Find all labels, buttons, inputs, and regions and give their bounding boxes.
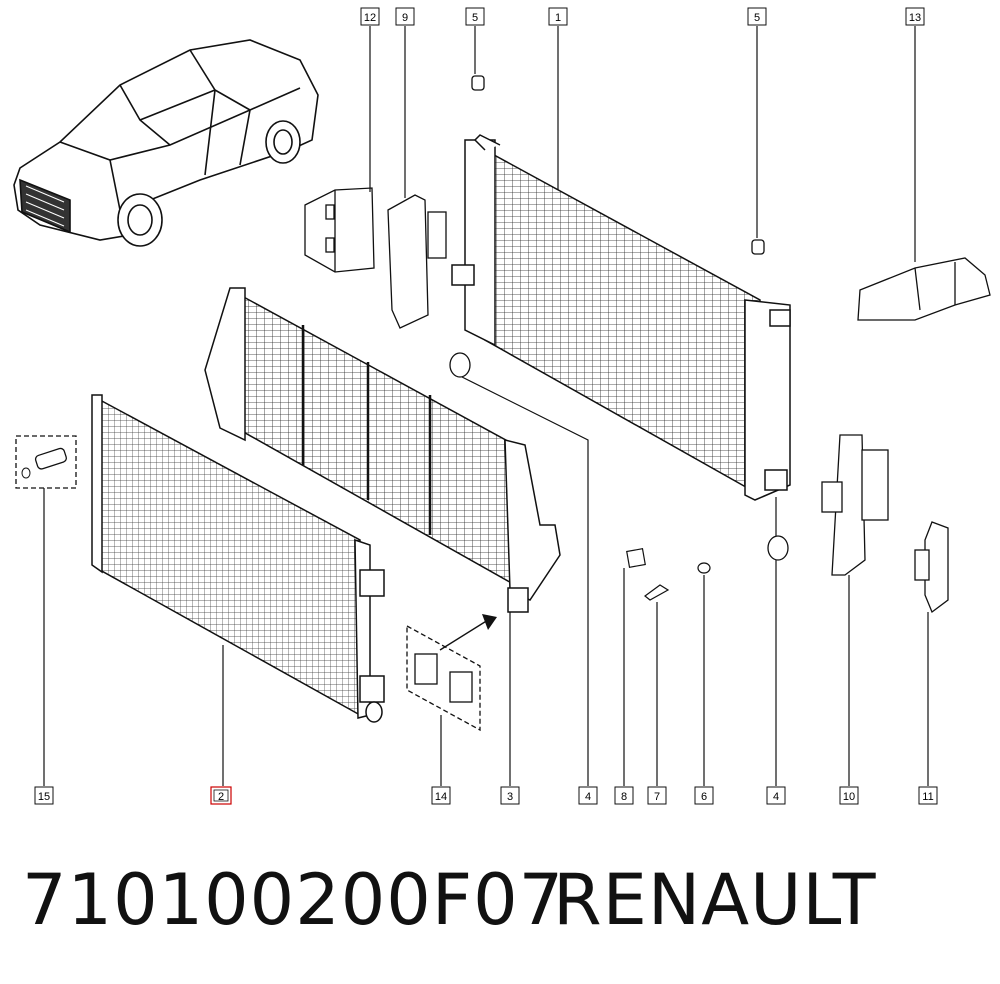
callout-9: 9 (395, 7, 415, 26)
svg-text:5: 5 (472, 12, 478, 24)
svg-text:10: 10 (843, 791, 855, 803)
mount-rubbers (449, 75, 789, 561)
part-1-radiator (451, 134, 791, 501)
car-illustration (13, 39, 319, 247)
svg-text:7: 7 (654, 791, 660, 803)
part-15-sensor (15, 435, 77, 489)
callout-4-right: 4 (766, 786, 786, 805)
svg-text:1: 1 (555, 12, 561, 24)
svg-text:9: 9 (402, 12, 408, 24)
part-12-deflector (304, 187, 375, 273)
callout-5-right: 5 (747, 7, 767, 26)
callout-12: 12 (360, 7, 380, 26)
callout-2-highlighted: 2 (210, 786, 232, 805)
callout-14: 14 (431, 786, 451, 805)
svg-text:8: 8 (621, 791, 627, 803)
part-13-air-duct (857, 257, 991, 321)
part-10-side-seal (821, 434, 889, 576)
svg-text:2: 2 (218, 791, 224, 803)
svg-text:4: 4 (773, 791, 779, 803)
svg-text:14: 14 (435, 791, 447, 803)
callout-15: 15 (34, 786, 54, 805)
part-number: 710100200F07 (22, 859, 565, 941)
svg-text:3: 3 (507, 791, 513, 803)
part-9-side-deflector (387, 194, 447, 329)
svg-text:13: 13 (909, 12, 921, 24)
callout-11: 11 (918, 786, 938, 805)
callout-7: 7 (647, 786, 667, 805)
brand-name: RENAULT (553, 859, 877, 941)
svg-text:4: 4 (585, 791, 591, 803)
leader-lines (43, 26, 929, 786)
callout-3: 3 (500, 786, 520, 805)
callout-10: 10 (839, 786, 859, 805)
callout-8: 8 (614, 786, 634, 805)
callout-6: 6 (694, 786, 714, 805)
svg-text:15: 15 (38, 791, 50, 803)
part-11-bracket (914, 521, 949, 614)
part-14-brackets (406, 614, 497, 732)
svg-text:11: 11 (922, 791, 933, 803)
svg-text:6: 6 (701, 791, 707, 803)
callout-1: 1 (548, 7, 568, 26)
callout-5-left: 5 (465, 7, 485, 26)
svg-text:5: 5 (754, 12, 760, 24)
callout-4-left: 4 (578, 786, 598, 805)
svg-text:12: 12 (364, 12, 376, 24)
callout-13: 13 (905, 7, 925, 26)
part-3-intercooler (204, 287, 561, 613)
small-parts (626, 548, 711, 601)
part-2-condenser (91, 394, 385, 723)
